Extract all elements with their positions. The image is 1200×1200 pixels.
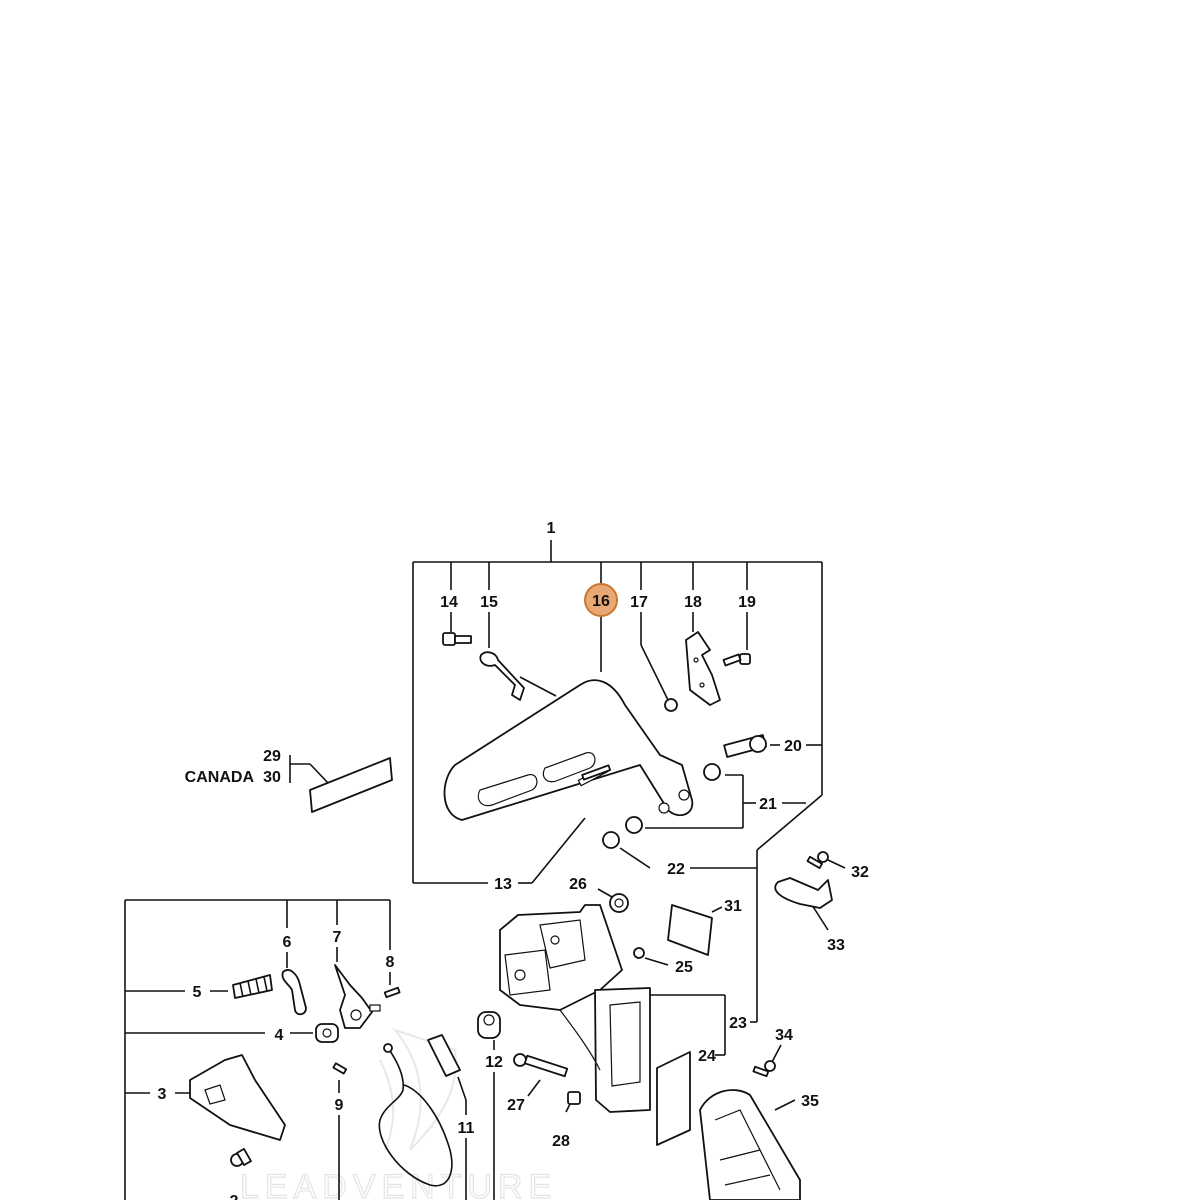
- part-24-label: [656, 1051, 691, 1146]
- callout-32: 32: [851, 864, 869, 881]
- part-26-nut: [609, 893, 629, 913]
- part-20-stud: [723, 734, 767, 758]
- part-5-spring: [232, 974, 273, 999]
- part-28-screw: [567, 1091, 581, 1105]
- part-16-chain-cover: [443, 679, 694, 821]
- part-10-cable: [378, 1043, 453, 1187]
- part-15-hook: [479, 651, 557, 701]
- callout-8: 8: [386, 954, 395, 971]
- part-35-guard: [699, 1089, 801, 1200]
- callout-34: 34: [775, 1027, 793, 1044]
- callout-2: 2: [230, 1193, 239, 1200]
- callout-15: 15: [480, 594, 498, 611]
- callout-21: 21: [759, 796, 777, 813]
- part-4-collar: [315, 1023, 339, 1043]
- highlight-marker-16[interactable]: [584, 583, 618, 617]
- part-3-bracket: [189, 1054, 286, 1141]
- callout-23: 23: [729, 1015, 747, 1032]
- callout-33: 33: [827, 937, 845, 954]
- callout-4: 4: [275, 1027, 284, 1044]
- canada-label: CANADA: [185, 769, 255, 786]
- callout-20: 20: [784, 738, 802, 755]
- watermark-text: LEADVENTURE: [240, 1168, 557, 1200]
- part-13-pin: [581, 764, 612, 781]
- callout-26: 26: [569, 876, 587, 893]
- callout-1: 1: [547, 520, 556, 537]
- part-25-screw: [633, 947, 645, 959]
- part-19-screw: [722, 653, 751, 667]
- callout-35: 35: [801, 1093, 819, 1110]
- callout-29: 29: [263, 748, 281, 765]
- callout-6: 6: [283, 934, 292, 951]
- callout-22: 22: [667, 861, 685, 878]
- part-21-nuts: [625, 763, 721, 834]
- leader-lines: [124, 540, 846, 1200]
- callout-24: 24: [698, 1048, 716, 1065]
- callout-17: 17: [630, 594, 648, 611]
- callout-18: 18: [684, 594, 702, 611]
- callout-7: 7: [333, 929, 342, 946]
- part-9-pin: [332, 1062, 348, 1075]
- callout-5: 5: [193, 984, 202, 1001]
- part-34-screw: [752, 1060, 776, 1078]
- part-2-screw: [230, 1148, 252, 1167]
- part-7-lever: [334, 964, 381, 1029]
- part-27-bolt: [513, 1053, 569, 1078]
- part-18-plate: [685, 631, 721, 706]
- part-33-bracket: [774, 877, 833, 909]
- part-11-sleeve: [427, 1034, 461, 1077]
- part-32-screw: [806, 851, 829, 869]
- callout-31: 31: [724, 898, 742, 915]
- part-29-30-label: [309, 757, 393, 813]
- part-6-lever: [281, 969, 307, 1016]
- callout-12: 12: [485, 1054, 503, 1071]
- watermark: LEADVENTURE: [239, 1027, 557, 1200]
- part-23-cover-assembly: [499, 904, 651, 1113]
- callout-19: 19: [738, 594, 756, 611]
- callout-3: 3: [158, 1086, 167, 1103]
- callout-27: 27: [507, 1097, 525, 1114]
- callout-labels: 1 14 15 16 17 18 19 20 21 22 13 29 CANAD…: [158, 520, 869, 1200]
- part-22-nut: [602, 831, 620, 849]
- callout-11: 11: [458, 1120, 475, 1137]
- part-14-bolt: [442, 632, 472, 646]
- part-8-pin: [383, 986, 401, 999]
- callout-9: 9: [335, 1097, 344, 1114]
- callout-16[interactable]: 16: [592, 593, 610, 610]
- callout-14: 14: [440, 594, 458, 611]
- part-17-nut: [664, 698, 678, 712]
- part-12-collar: [477, 1011, 501, 1039]
- part-31-label: [667, 904, 713, 956]
- callout-13: 13: [494, 876, 512, 893]
- callout-30: 30: [263, 769, 281, 786]
- callout-25: 25: [675, 959, 693, 976]
- callout-28: 28: [552, 1133, 570, 1150]
